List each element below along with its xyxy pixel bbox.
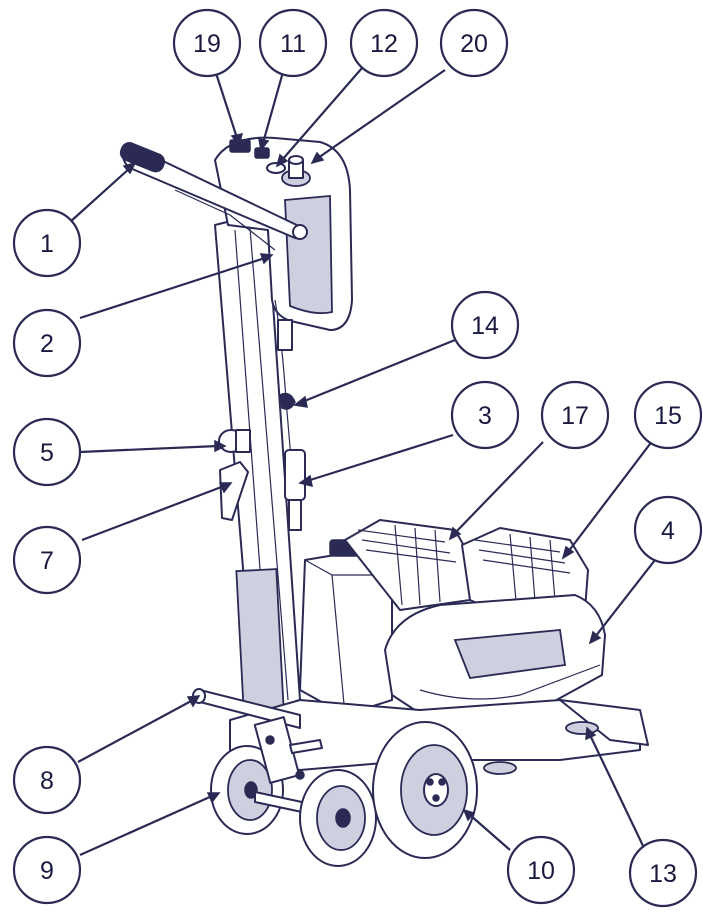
callout-2: 2 [12, 308, 82, 378]
callout-5: 5 [12, 417, 82, 487]
leader-2 [79, 256, 266, 320]
callout-11: 11 [258, 8, 328, 78]
knob-12 [266, 162, 286, 174]
control-head-panel [284, 195, 333, 315]
callout-19: 19 [172, 8, 242, 78]
callout-14: 14 [450, 290, 520, 360]
svg-text:8: 8 [40, 767, 54, 795]
callout-1: 1 [12, 208, 82, 278]
leader-20 [317, 69, 446, 159]
svg-text:11: 11 [280, 30, 306, 58]
blade-guard-label [453, 629, 567, 679]
knob-5-stem [235, 429, 251, 453]
svg-text:5: 5 [40, 439, 54, 467]
callout-7: 7 [12, 525, 82, 595]
svg-text:7: 7 [40, 547, 54, 575]
leader-9 [79, 794, 213, 857]
machine-illustration [119, 136, 649, 867]
svg-text:3: 3 [478, 402, 492, 430]
svg-text:1: 1 [40, 230, 54, 258]
leader-8 [77, 699, 194, 763]
leader-7 [81, 484, 225, 542]
callout-17: 17 [540, 380, 610, 450]
lever-7 [219, 461, 249, 521]
svg-text:2: 2 [40, 330, 54, 358]
leader-1 [69, 167, 131, 223]
callout-20: 20 [439, 8, 509, 78]
leader-12 [281, 67, 363, 161]
svg-text:13: 13 [649, 860, 677, 888]
callout-12: 12 [349, 8, 419, 78]
svg-text:14: 14 [471, 312, 499, 340]
svg-text:10: 10 [527, 857, 555, 885]
leader-3 [306, 433, 454, 483]
leader-14 [301, 338, 456, 404]
leader-4 [594, 559, 656, 638]
connector-3 [284, 449, 306, 501]
svg-text:20: 20 [460, 30, 488, 58]
leader-13 [589, 734, 646, 851]
column-lower-sleeve [235, 568, 285, 712]
leader-15 [567, 439, 654, 553]
leader-5 [79, 444, 219, 454]
callout-8: 8 [12, 745, 82, 815]
callout-10: 10 [506, 835, 576, 905]
callout-3: 3 [450, 380, 520, 450]
callout-15: 15 [633, 380, 703, 450]
callout-13: 13 [628, 838, 698, 908]
svg-text:15: 15 [654, 402, 682, 430]
clip-14 [279, 392, 296, 410]
large-wheel-10 [372, 721, 478, 859]
svg-text:4: 4 [661, 517, 675, 545]
leader-11 [261, 71, 285, 144]
connector-3-plug [288, 499, 302, 531]
leader-17 [454, 441, 544, 534]
callouts: 1 2 3 4 5 7 8 9 [12, 8, 703, 908]
small-wheel-right [299, 769, 377, 867]
handle-grip [119, 142, 166, 173]
leader-lines [69, 67, 656, 857]
svg-text:19: 19 [193, 30, 221, 58]
svg-text:12: 12 [370, 30, 398, 58]
cable-gland [277, 319, 293, 351]
leader-10 [469, 814, 511, 851]
leader-19 [213, 69, 239, 139]
callout-9: 9 [12, 835, 82, 905]
svg-text:17: 17 [561, 402, 589, 430]
svg-text:9: 9 [40, 857, 54, 885]
callout-4: 4 [633, 495, 703, 565]
wheel-13 [565, 721, 599, 735]
small-wheel-left [210, 745, 284, 835]
